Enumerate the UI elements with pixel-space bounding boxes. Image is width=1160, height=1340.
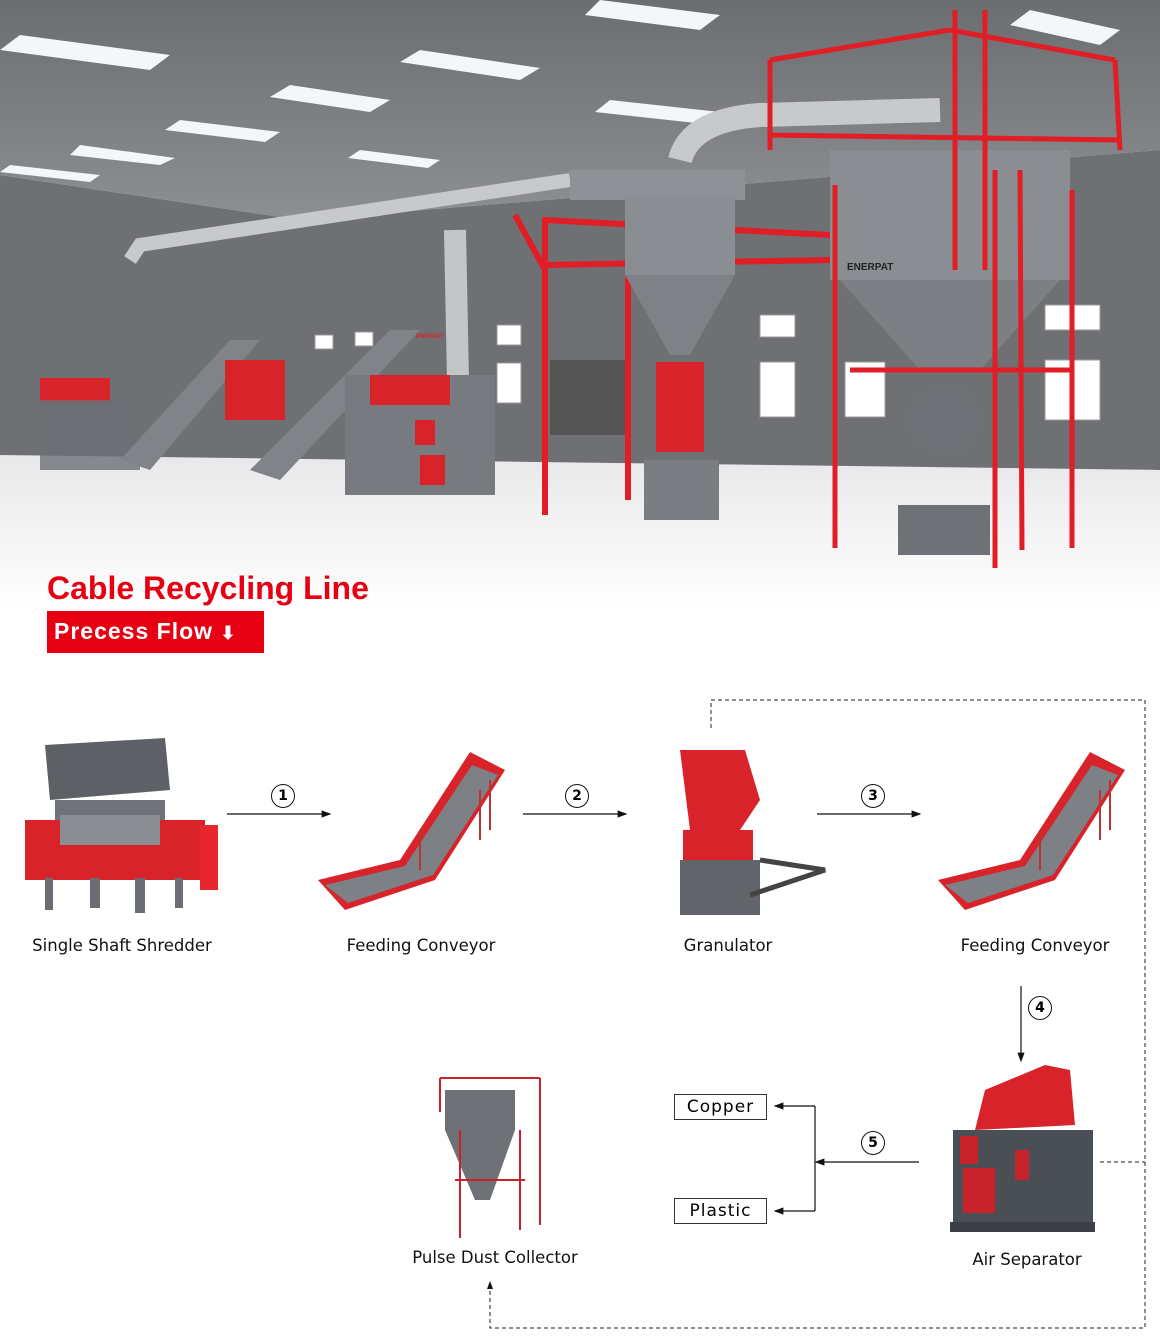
double-chevron-down-icon: ⬇︎ [220,623,237,643]
machine-label: Single Shaft Shredder [32,936,212,955]
svg-text:ENERPAT: ENERPAT [416,334,444,340]
machine-label: Granulator [683,936,773,955]
air-separator-image [950,1065,1095,1232]
step-number: 2 [565,784,589,808]
machine-label: Feeding Conveyor [346,936,496,955]
step-number: 3 [861,784,885,808]
factory-hero-image: ENERPAT ENERPAT [0,0,1160,610]
output-plastic: Plastic [674,1198,767,1224]
pulse-dust-collector-image [439,1077,541,1238]
feeding-conveyor-image [318,752,505,910]
process-flow-badge: Precess Flow ⬇︎ [47,611,264,653]
output-copper: Copper [674,1094,767,1120]
process-flow-label: Precess Flow [54,618,214,644]
machine-label: Feeding Conveyor [960,936,1110,955]
machine-label: Pulse Dust Collector [412,1248,578,1267]
single-shaft-shredder-image [25,738,218,913]
step-number: 1 [271,784,295,808]
step-number: 5 [861,1131,885,1155]
enerpat-logo: ENERPAT [847,262,893,273]
feeding-conveyor-image-2 [938,752,1125,910]
granulator-image [680,750,826,915]
machine-label: Air Separator [972,1250,1082,1269]
page-title: Cable Recycling Line [47,570,369,606]
step-number: 4 [1028,996,1052,1020]
